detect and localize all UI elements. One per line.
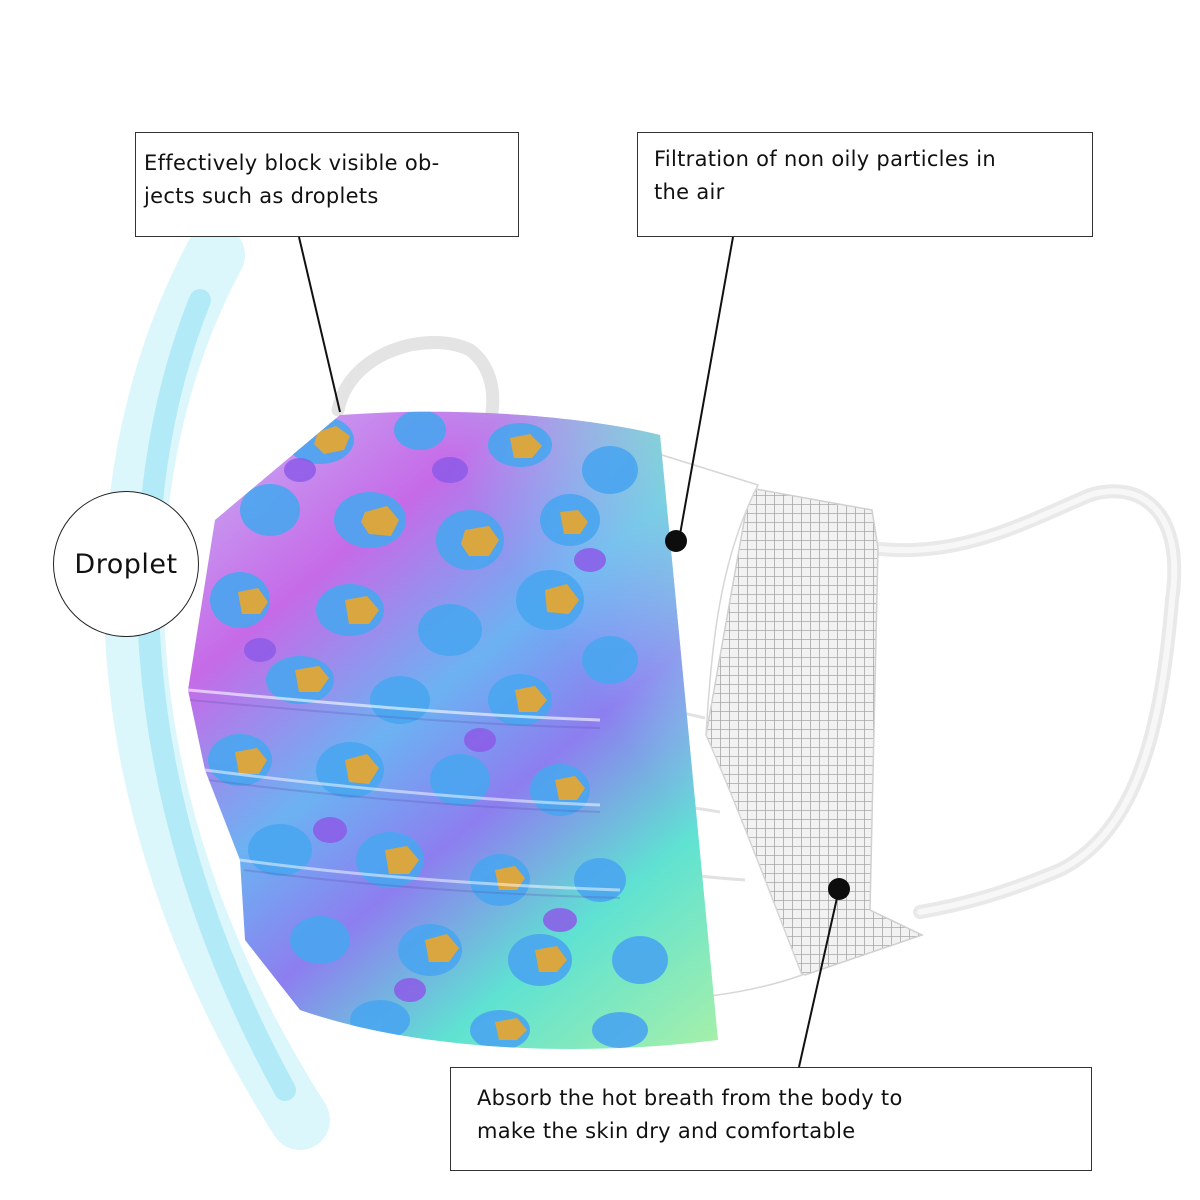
marker-dot-filter bbox=[665, 530, 687, 552]
callout-block-line1: Effectively block visible ob- bbox=[144, 151, 440, 175]
callout-absorb-breath: Absorb the hot breath from the body to m… bbox=[450, 1067, 1092, 1171]
callout-absorb-line1: Absorb the hot breath from the body to bbox=[477, 1086, 903, 1110]
leader-line-absorb bbox=[798, 888, 840, 1068]
ear-loop-top bbox=[331, 336, 500, 419]
droplet-circle: Droplet bbox=[53, 491, 199, 637]
droplet-label: Droplet bbox=[74, 548, 178, 580]
marker-dot-absorb bbox=[828, 878, 850, 900]
ear-loop-right bbox=[865, 484, 1182, 919]
callout-filter-line2: the air bbox=[654, 180, 725, 204]
callout-absorb-line2: make the skin dry and comfortable bbox=[477, 1119, 856, 1143]
callout-filter-line1: Filtration of non oily particles in bbox=[654, 147, 996, 171]
leader-line-filter bbox=[678, 236, 734, 541]
leader-line-block bbox=[298, 236, 341, 413]
callout-filtration: Filtration of non oily particles in the … bbox=[637, 132, 1093, 237]
outer-print-layer bbox=[188, 411, 718, 1049]
callout-block-line2: jects such as droplets bbox=[144, 184, 379, 208]
callout-block-droplets: Effectively block visible ob- jects such… bbox=[135, 132, 519, 237]
